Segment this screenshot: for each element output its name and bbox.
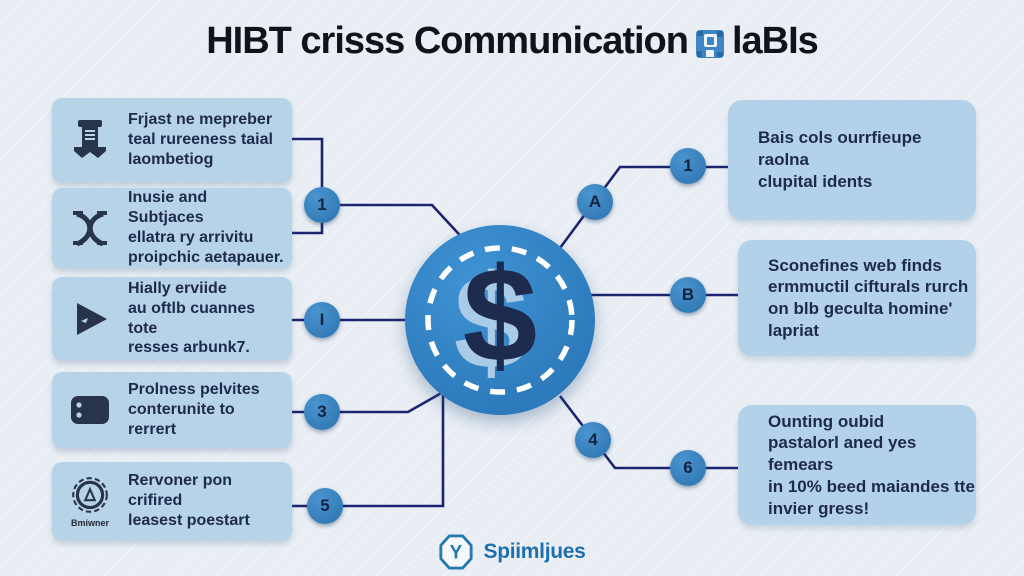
box-text: Ounting oubid pastalorl aned yes femears… [768,411,976,520]
box-text-line: conterunite to rerrert [128,401,235,438]
info-box-left-4: Prolness pelvites conterunite to rerrert [52,372,292,448]
node-label: 3 [317,402,327,421]
connector-node-right-1: 1 [670,148,706,184]
box-text: Prolness pelvites conterunite to rerrert [128,380,292,439]
box-text: Frjast ne mepreber teal rureeness taial … [128,110,279,169]
box-text-line: laombetiog [128,150,214,168]
brand-logo-letter: Y [450,543,463,564]
box-text-line: resses arbunk7. [128,339,250,357]
box-text-line: leasest poestart [128,511,250,529]
badge-caption: Bmiwner [70,517,109,528]
scroll-icon [52,117,128,163]
node-label: 5 [320,496,330,515]
connector-node-right-b: B [670,277,706,313]
connector-node-right-4: 4 [575,422,611,458]
footer-brand: Y Spiimljues [0,533,1024,571]
brand-logo-icon: Y [438,533,474,571]
box-text-line: clupital idents [758,171,873,191]
box-text: Inusie and Subtjaces ellatra ry arrivitu… [128,188,292,267]
connector-node-left-2: I [304,302,340,338]
box-text-line: au oftlb cuannes tote [128,299,256,337]
dollar-sign: $ [462,241,538,390]
info-box-left-3: Hially erviide au oftlb cuannes tote res… [52,277,292,360]
connector-node-right-a: A [577,184,613,220]
connector-node-left-4: 5 [307,488,343,524]
box-text-line: invier gress! [768,498,870,518]
box-text-line: Ounting oubid [768,411,885,431]
box-text-line: Hially erviide [128,279,227,297]
info-box-left-1: Frjast ne mepreber teal rureeness taial … [52,98,292,182]
info-box-right-3: Ounting oubid pastalorl aned yes femears… [738,405,976,525]
box-text-line: Frjast ne mepreber [128,111,273,129]
title-text: HIBT crisss Communication [206,20,689,62]
box-text-line: pastalorl aned yes femears [768,433,917,475]
dashed-ring [425,245,575,395]
box-text: Sconefines web finds ermmuctil cifturals… [768,255,976,342]
info-box-right-1: Bais cols ourrfieupe raolna clupital ide… [728,100,976,220]
badge-icon: Bmiwner [52,475,128,528]
brand-name: Spiimljues [483,540,586,563]
node-label: B [681,285,695,304]
card-icon [52,392,128,428]
box-text-line: lapriat [768,320,820,340]
box-text-line: Rervoner pon crifired [128,472,233,510]
info-box-left-2: Inusie and Subtjaces ellatra ry arrivitu… [52,188,292,268]
title-suffix: laBIs [731,20,819,62]
box-text: Hially erviide au oftlb cuannes tote res… [128,279,292,358]
page-title: HIBT crisss Communication laBIs [0,20,1024,63]
node-label: 1 [683,156,693,175]
box-text: Rervoner pon crifired leasest poestart [128,471,292,530]
pixel-portrait-icon [695,28,725,60]
connector-node-right-6: 6 [670,450,706,486]
connector-line [322,203,469,245]
box-text-line: ermmuctil cifturals rurch [768,277,969,297]
box-text-line: on blb geculta homine' [768,299,953,318]
box-text-line: teal rureeness taial [128,131,273,149]
box-text-line: Inusie and Subtjaces [128,189,208,227]
box-text-line: Sconefines web finds [768,255,942,275]
node-label: A [588,192,602,211]
dollar-coin-icon: $ [405,225,595,415]
box-text-line: Bais cols ourrfieupe raolna [758,128,922,170]
node-label: 4 [588,430,598,449]
play-arrow-icon [52,297,128,341]
box-text-line: Prolness pelvites [128,381,260,399]
node-label: 1 [317,195,327,214]
box-text-line: in 10% beed maiandes tte [768,476,975,496]
info-box-left-5: Bmiwner Rervoner pon crifired leasest po… [52,462,292,540]
node-label: I [319,310,325,329]
connector-line [290,137,324,235]
crossed-hooks-icon [52,205,128,251]
box-text-line: proipchic aetapauer. [128,248,284,266]
info-box-right-2: Sconefines web finds ermmuctil cifturals… [738,240,976,356]
box-text: Bais cols ourrfieupe raolna clupital ide… [758,127,976,192]
box-text-line: ellatra ry arrivitu [128,229,254,246]
connector-node-left-3: 3 [304,394,340,430]
node-label: 6 [683,458,693,477]
connector-node-left-1: 1 [304,187,340,223]
